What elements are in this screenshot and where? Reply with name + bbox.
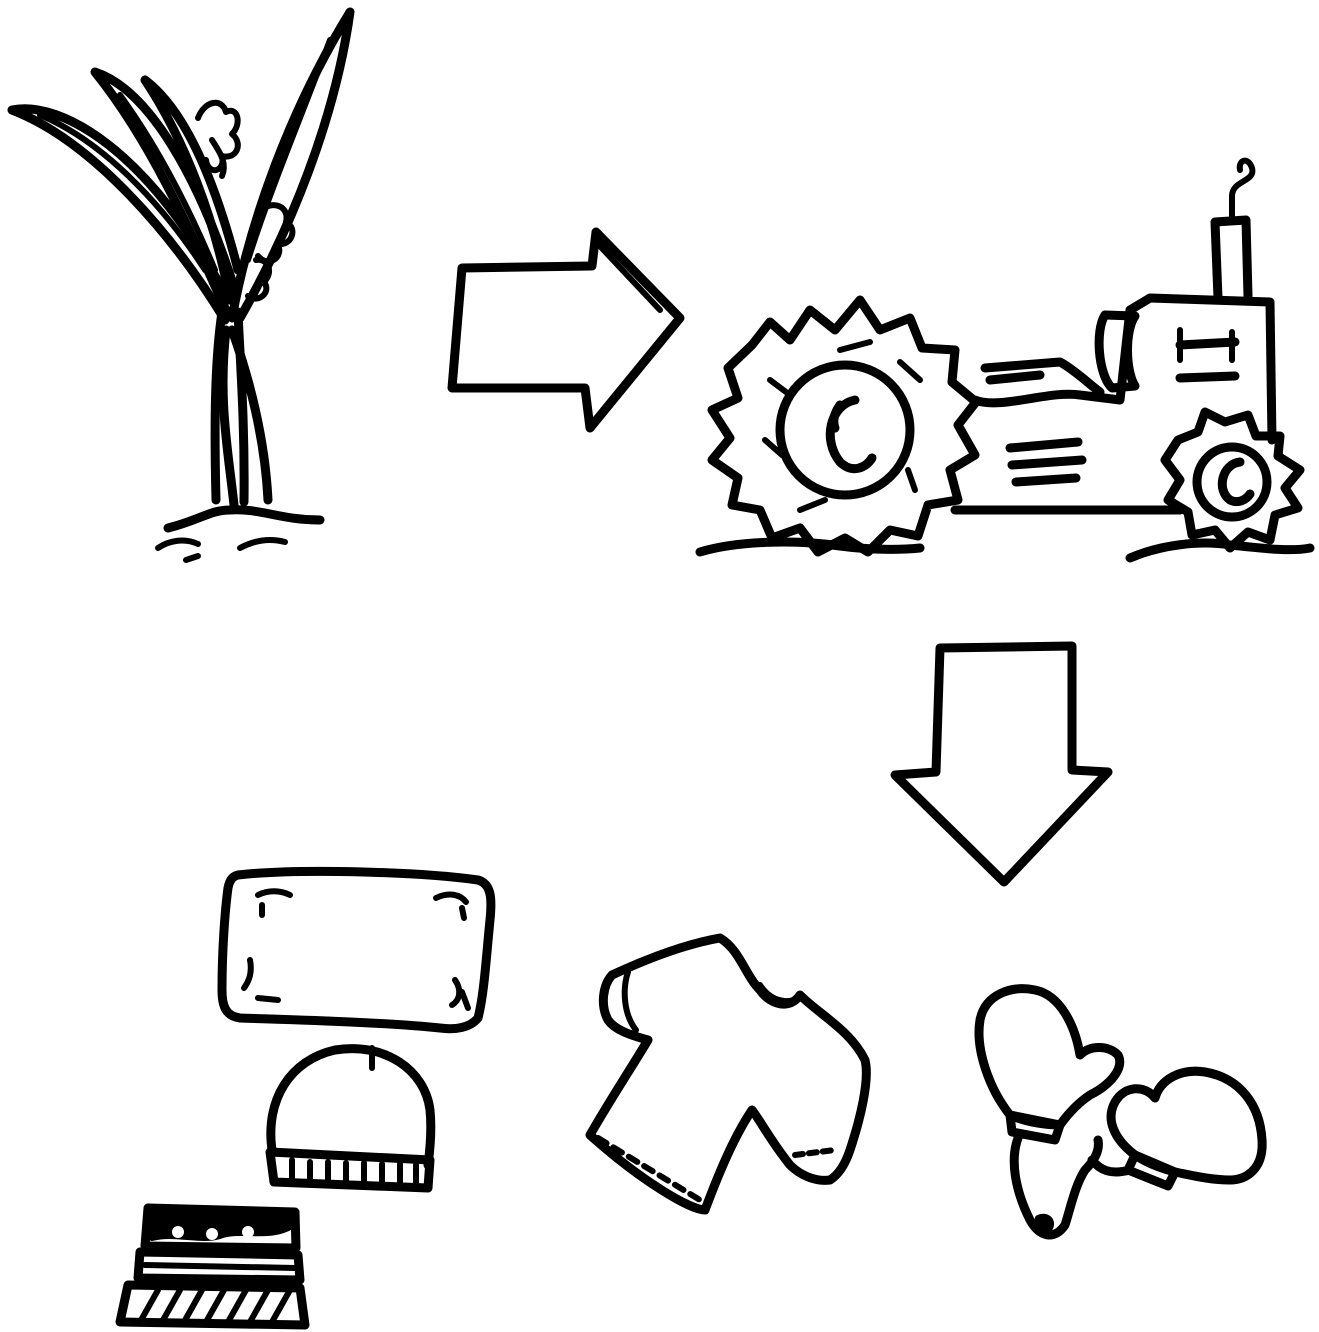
sweater-icon <box>590 938 866 1210</box>
beanie-hat-icon <box>270 1048 431 1188</box>
mittens-icon <box>979 989 1262 1235</box>
blanket-icon <box>222 871 491 1028</box>
arrow-down-icon <box>895 646 1108 882</box>
tractor-icon <box>700 161 1310 558</box>
folded-fabric-stack-icon <box>120 1208 305 1325</box>
arrow-right-icon <box>452 232 680 428</box>
plant-sprout-icon <box>12 12 350 560</box>
